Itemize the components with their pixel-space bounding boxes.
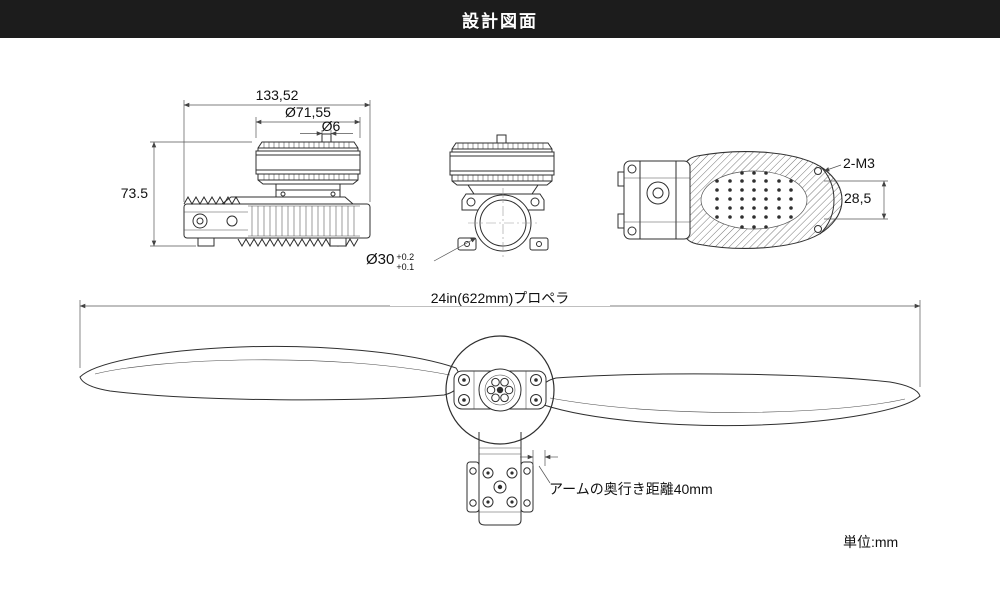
arm-top-view-drawing — [617, 151, 888, 249]
page-header: 設計図面 — [0, 0, 1000, 38]
dim-bore-diameter-label: Ø30 +0.2 +0.1 — [366, 252, 414, 272]
bore-diameter-value: Ø30 — [366, 251, 395, 268]
propeller-size-label: 24in(622mm)プロペラ — [390, 290, 610, 306]
arm-depth-label: アームの奥行き距離40mm — [549, 481, 713, 497]
page-title: 設計図面 — [462, 11, 538, 31]
dim-screw-spec-label: 2-M3 — [843, 155, 875, 171]
dim-mount-height-label: 28,5 — [844, 190, 872, 206]
bore-tolerance-lower: +0.1 — [396, 261, 415, 272]
propeller-view-drawing — [79, 300, 921, 526]
bore-tolerance-stack: +0.2 +0.1 — [396, 252, 414, 272]
dim-motor-diameter-label: Ø71,55 — [285, 104, 331, 120]
dim-overall-width-label: 133,52 — [255, 87, 299, 103]
motor-side-view-drawing — [150, 100, 371, 248]
dim-shaft-diameter-label: Ø6 — [321, 118, 341, 134]
dim-overall-height-label: 73.5 — [120, 185, 148, 201]
bore-tolerance-upper: +0.2 — [396, 252, 415, 262]
motor-front-view-drawing — [433, 134, 555, 262]
units-note: 単位:mm — [843, 534, 899, 550]
